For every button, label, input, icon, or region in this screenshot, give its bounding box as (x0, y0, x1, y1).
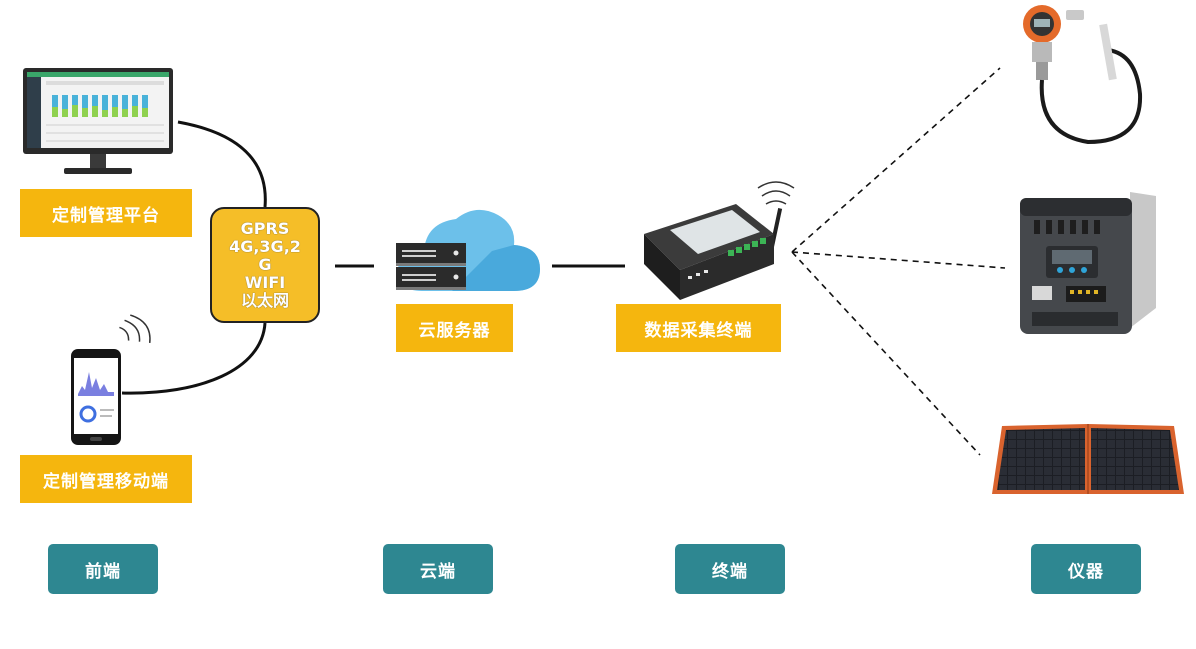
platform-label: 定制管理平台 (20, 189, 192, 237)
cloud-server-label: 云服务器 (396, 304, 513, 352)
mobile-network-line (121, 322, 267, 395)
tier-terminal: 终端 (675, 544, 785, 594)
terminal-inverter-line (791, 251, 1006, 269)
network-line-5: 以太网 (240, 291, 289, 310)
desktop-monitor-icon (23, 68, 173, 174)
tier-cloud: 云端 (383, 544, 493, 594)
network-line-2: 4G,3G,2 (229, 237, 301, 256)
tier-frontend: 前端 (48, 544, 158, 594)
terminal-label: 数据采集终端 (616, 304, 781, 352)
pressure-transmitter-icon (1023, 5, 1143, 145)
data-terminal-device-icon (644, 181, 795, 300)
solar-panel-icon (992, 424, 1184, 494)
phone-wireless-signal-icon (119, 314, 151, 344)
network-line-1: GPRS (240, 219, 290, 238)
cloud-server-icon (396, 209, 540, 291)
mobile-label: 定制管理移动端 (20, 455, 192, 503)
frequency-inverter-icon (1020, 192, 1156, 334)
tier-instrument: 仪器 (1031, 544, 1141, 594)
smartphone-icon (71, 349, 121, 445)
network-box: GPRS 4G,3G,2 G WIFI 以太网 (210, 207, 320, 323)
network-line-4: WIFI (244, 273, 286, 292)
terminal-solar-line (791, 251, 981, 456)
network-line-3: G (258, 255, 272, 274)
platform-network-line (177, 120, 267, 208)
terminal-pressure-line (791, 67, 1001, 253)
